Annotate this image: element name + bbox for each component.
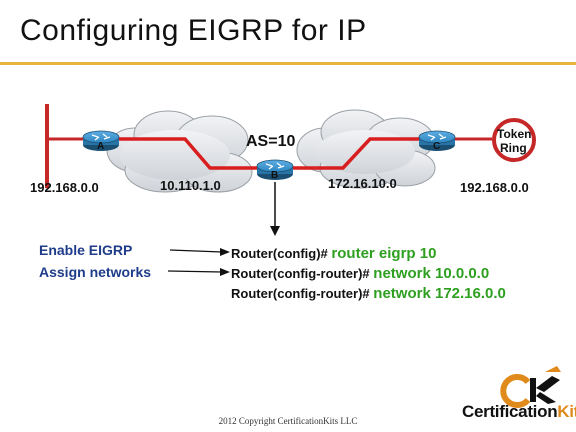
- token-ring-label-line2: Ring: [500, 141, 527, 155]
- copyright-footer: 2012 Copyright CertificationKits LLC: [218, 416, 358, 426]
- command-keyword: network 172.16.0.0: [373, 285, 506, 302]
- certificationkits-logo-mark: [500, 366, 561, 408]
- title-underline: [0, 62, 576, 65]
- command-keyword: network 10.0.0.0: [373, 265, 490, 282]
- logo-brand-prefix: Certification: [462, 402, 558, 421]
- command-prefix: Router(config-router)#: [231, 286, 370, 301]
- router-c-label: C: [433, 141, 441, 152]
- router-a-label: A: [97, 141, 105, 152]
- command-line-network-10: Router(config-router)# network 10.0.0.0: [231, 265, 489, 282]
- slide-title: Configuring EIGRP for IP: [20, 14, 367, 47]
- logo-brand-suffix: Kits: [557, 402, 576, 421]
- network-label-left-lan: 192.168.0.0: [30, 180, 99, 195]
- token-ring-icon: [492, 118, 536, 162]
- command-line-router-eigrp: Router(config)# router eigrp 10: [231, 245, 436, 262]
- command-line-network-172: Router(config-router)# network 172.16.0.…: [231, 285, 506, 302]
- command-prefix: Router(config)#: [231, 246, 328, 261]
- token-ring-label-line1: Token: [497, 127, 532, 141]
- serial-link-bc: [280, 137, 425, 170]
- arrow-enable-to-command: [169, 249, 223, 253]
- router-a-icon[interactable]: [82, 130, 120, 151]
- network-label-link-ab: 10.110.1.0: [160, 178, 221, 193]
- arrow-head-right-icon: [220, 268, 230, 276]
- assign-networks-label: Assign networks: [39, 264, 152, 280]
- router-b-label: B: [271, 170, 279, 181]
- command-prefix: Router(config-router)#: [231, 266, 370, 281]
- cloud-left: [106, 110, 253, 193]
- command-keyword: router eigrp 10: [331, 245, 437, 262]
- network-label-right-lan: 192.168.0.0: [460, 180, 529, 195]
- router-c-icon[interactable]: [418, 130, 456, 151]
- serial-link-ab: [112, 137, 270, 170]
- router-b-icon[interactable]: [256, 159, 294, 180]
- enable-eigrp-label: Enable EIGRP: [39, 242, 133, 258]
- certificationkits-logo-text: CertificationKits: [462, 402, 576, 422]
- as-number-label: AS=10: [246, 133, 296, 150]
- arrow-head-right-icon: [220, 248, 230, 256]
- network-label-link-bc: 172.16.10.0: [328, 176, 397, 191]
- arrow-head-down-icon: [270, 226, 280, 236]
- arrow-assign-to-command: [167, 270, 223, 273]
